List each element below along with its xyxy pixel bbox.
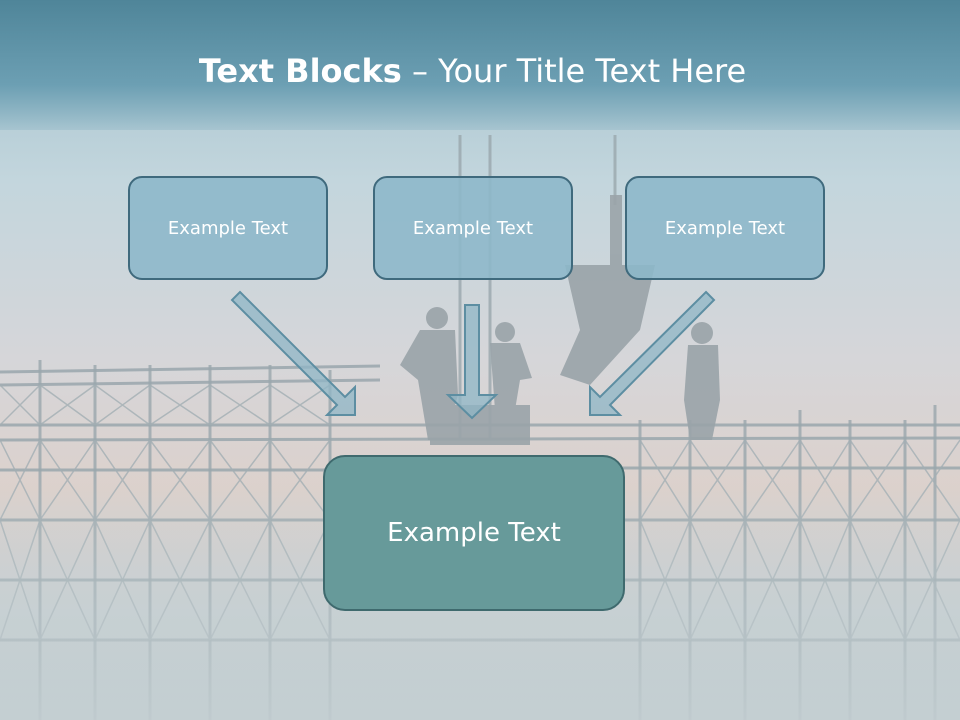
title-separator: – bbox=[401, 52, 439, 90]
text-block-top-left-label: Example Text bbox=[167, 217, 289, 239]
text-block-top-right[interactable]: Example Text bbox=[625, 176, 825, 280]
title-rest-part: Your Title Text Here bbox=[438, 52, 747, 90]
text-block-top-center[interactable]: Example Text bbox=[373, 176, 573, 280]
text-block-top-right-label: Example Text bbox=[664, 217, 786, 239]
text-block-top-left[interactable]: Example Text bbox=[128, 176, 328, 280]
slide-title: Text Blocks – Your Title Text Here bbox=[0, 52, 945, 90]
text-block-top-center-label: Example Text bbox=[412, 217, 534, 239]
text-block-bottom-label: Example Text bbox=[387, 518, 561, 548]
arrow-down-right-icon bbox=[230, 290, 356, 416]
text-block-bottom[interactable]: Example Text bbox=[323, 455, 625, 611]
title-bold-part: Text Blocks bbox=[198, 52, 402, 90]
arrow-down-left-icon bbox=[589, 290, 716, 416]
title-bar bbox=[0, 0, 960, 130]
arrow-down-icon bbox=[445, 304, 499, 420]
